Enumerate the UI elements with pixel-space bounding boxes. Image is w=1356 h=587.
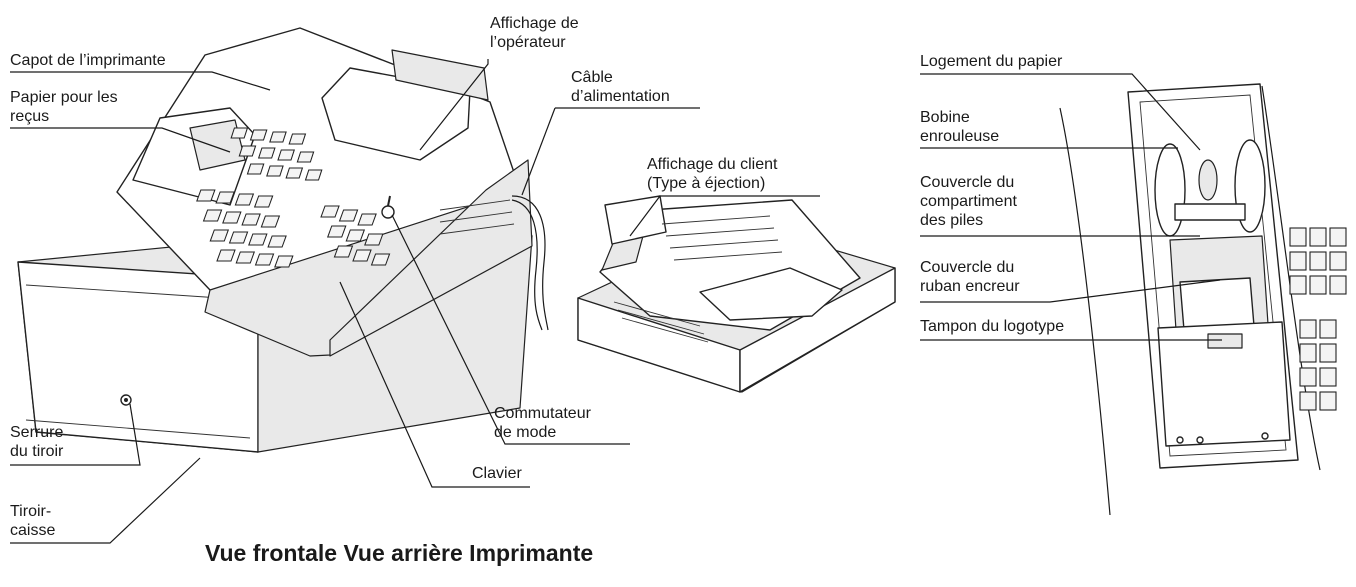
leader-keyboard bbox=[339, 281, 530, 488]
label-customer-display: Affichage du client (Type à éjection) bbox=[647, 156, 778, 192]
leader-printer-cover bbox=[10, 71, 271, 91]
printer-illustration bbox=[1059, 83, 1347, 516]
label-paper-holder: Logement du papier bbox=[920, 53, 1063, 70]
label-power-cord: Câble d’alimentation bbox=[571, 69, 670, 105]
label-mode-switch: Commutateur de mode bbox=[494, 405, 591, 441]
leader-drawer bbox=[10, 457, 201, 544]
label-operator-display: Affichage de l’opérateur bbox=[490, 15, 579, 51]
leader-customer-display bbox=[629, 195, 820, 237]
leader-paper-holder bbox=[920, 73, 1201, 151]
leader-drawer-lock bbox=[10, 403, 141, 466]
leader-mode-switch bbox=[391, 214, 630, 445]
leader-lines bbox=[10, 59, 1222, 544]
leader-receipt-paper bbox=[10, 127, 231, 153]
label-printer-cover: Capot de l’imprimante bbox=[10, 52, 166, 69]
leader-ink-ribbon-cover bbox=[920, 279, 1221, 303]
leader-operator-display bbox=[419, 59, 489, 151]
rear-view-illustration bbox=[577, 195, 896, 393]
keyboard-drawing bbox=[196, 127, 391, 268]
leader-power-cord bbox=[521, 107, 556, 196]
label-receipt-paper: Papier pour les reçus bbox=[10, 89, 118, 125]
label-battery-cover: Couvercle du compartiment des piles bbox=[920, 174, 1017, 229]
figure-caption: Vue frontale Vue arrière Imprimante bbox=[205, 540, 594, 566]
label-drawer-lock: Serrure du tiroir bbox=[10, 424, 64, 460]
label-ink-ribbon-cover: Couvercle du ruban encreur bbox=[920, 259, 1020, 295]
label-drawer: Tiroir- caisse bbox=[10, 503, 56, 539]
label-take-up-spool: Bobine enrouleuse bbox=[920, 109, 1000, 145]
label-keyboard: Clavier bbox=[472, 465, 522, 482]
label-logo-stamp: Tampon du logotype bbox=[920, 318, 1065, 335]
